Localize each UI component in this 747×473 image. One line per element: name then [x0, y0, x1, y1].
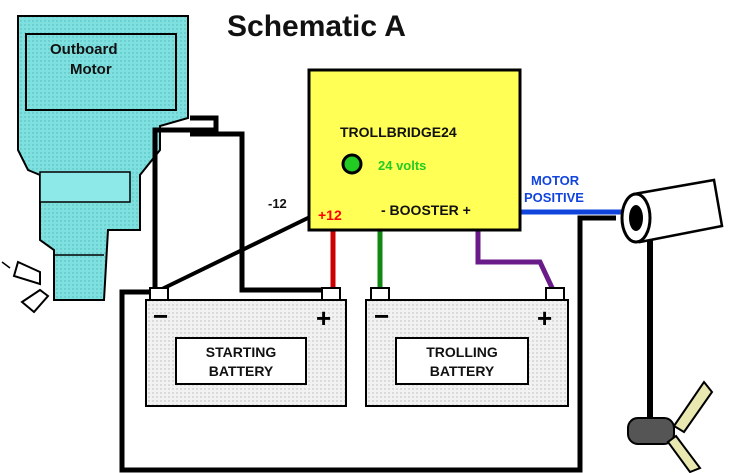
starting-battery: − + STARTING BATTERY: [145, 287, 347, 407]
black-wires: [119, 115, 616, 473]
wire-ground-loop: [119, 215, 616, 473]
starting-battery-label-line2: BATTERY: [209, 363, 274, 379]
controller-name: TROLLBRIDGE24: [340, 124, 457, 140]
minus12-wire-label: -12: [268, 196, 287, 211]
diagram-title: Schematic A: [227, 10, 406, 43]
propeller-blade-icon: [12, 260, 41, 286]
outboard-motor: Outboard Motor: [1, 15, 189, 314]
plus12-terminal-label: +12: [318, 207, 342, 223]
motor-label-line1: MOTOR: [531, 173, 580, 188]
starting-negative-icon: −: [153, 301, 168, 331]
trolling-battery: − + TROLLING BATTERY: [365, 287, 569, 407]
starting-battery-label-line1: STARTING: [206, 344, 277, 360]
trolling-motor-lower-unit: [627, 417, 675, 445]
wire-purple-booster-pos: [475, 230, 557, 294]
led-indicator-icon: [341, 153, 363, 175]
wire-minus12: [159, 214, 313, 292]
outboard-label-line1: Outboard: [50, 41, 118, 58]
outboard-label-line2: Motor: [70, 61, 112, 78]
trolling-propeller-icon: [672, 380, 714, 434]
trolling-motor: [620, 178, 724, 473]
booster-terminal-label: - BOOSTER +: [381, 202, 471, 218]
starting-positive-icon: +: [316, 303, 331, 333]
wire-motor-to-starting-positive: [190, 131, 332, 293]
trolling-battery-label-line1: TROLLING: [426, 344, 498, 360]
motor-label-line2: POSITIVE: [524, 190, 584, 205]
trollbridge-controller: TROLLBRIDGE24 24 volts +12 - BOOSTER +: [307, 68, 522, 232]
wire-motor-to-starting-negative: [152, 115, 219, 292]
trolling-negative-icon: −: [374, 301, 389, 331]
trolling-battery-label-line2: BATTERY: [430, 363, 495, 379]
voltage-indicator-label: 24 volts: [378, 158, 426, 173]
colored-wires: [330, 209, 622, 294]
trolling-positive-icon: +: [537, 303, 552, 333]
